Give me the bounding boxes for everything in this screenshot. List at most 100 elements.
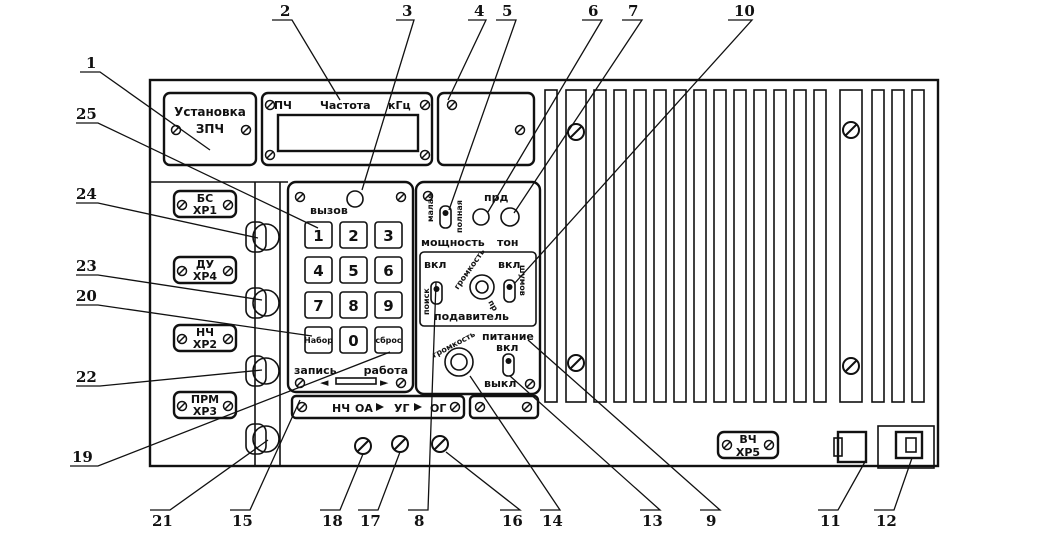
callout-24: 24	[76, 185, 97, 203]
rf-connector-12	[877, 425, 935, 469]
callout-17: 17	[360, 512, 381, 530]
svg-text:►: ►	[380, 376, 389, 389]
frequency-display-unit: ЗПЧ Частота кГц	[260, 91, 434, 167]
callout-23: 23	[76, 257, 97, 275]
ton-label: тон	[497, 236, 519, 249]
svg-text:1: 1	[313, 227, 323, 245]
key-sbros: сброс	[374, 326, 403, 354]
callout-15: 15	[232, 512, 253, 530]
key-8: 8	[339, 291, 368, 319]
strip-nch: НЧ	[332, 402, 350, 415]
connector-vch-xp5: ВЧ ХР5	[716, 430, 780, 460]
connector-bs-xp1: БС ХР1	[172, 189, 238, 219]
nch-label-1: НЧ	[196, 326, 214, 339]
svg-text:9: 9	[383, 297, 393, 315]
noise-switch	[503, 279, 516, 303]
zapis-label: запись	[294, 364, 337, 377]
callout-20: 20	[76, 287, 97, 305]
key-5: 5	[339, 256, 368, 284]
callout-16: 16	[502, 512, 523, 530]
prm-label-2: ХР3	[193, 405, 217, 418]
sq-on-right: вкл	[498, 258, 520, 271]
callout-numbers: 1 2 3 4 5 6 7 10 25 24 23 20 22 19 21 15…	[72, 2, 897, 530]
power-low-label: малая	[426, 194, 435, 222]
callout-25: 25	[76, 105, 97, 123]
key-0: 0	[339, 326, 368, 354]
du-label-1: ДУ	[196, 258, 215, 271]
callout-5: 5	[502, 2, 512, 20]
supply-switch	[502, 353, 515, 377]
key-nabor: Набор	[304, 326, 333, 354]
key-7: 7	[304, 291, 333, 319]
heatsink	[544, 89, 925, 403]
callout-13: 13	[642, 512, 663, 530]
nch-label-2: ХР2	[193, 338, 217, 351]
frequency-window	[276, 113, 420, 153]
strip-oa: ОА	[355, 402, 373, 415]
callout-6: 6	[588, 2, 598, 20]
svg-text:Набор: Набор	[304, 335, 333, 345]
callout-12: 12	[876, 512, 897, 530]
svg-text:3: 3	[383, 227, 393, 245]
sq-label: подавитель	[434, 310, 509, 323]
power-full-label: полная	[455, 200, 464, 233]
rabota-label: работа	[364, 364, 408, 377]
call-label: вызов	[310, 204, 348, 217]
sq-noise: шумов	[518, 265, 527, 296]
call-button	[346, 190, 364, 208]
squelch-volume-knob	[469, 274, 495, 300]
callout-1: 1	[86, 54, 96, 72]
keypad-block: вызов 1 2 3 4 5 6 7 8 9 Набор 0 сброс за…	[286, 180, 415, 394]
zpch-unit-line2: ЗПЧ	[196, 122, 224, 136]
callout-3: 3	[402, 2, 412, 20]
bottom-strip: НЧ ОА УГ ОГ	[290, 394, 466, 420]
freq-title-freq: Частота	[320, 99, 371, 112]
callout-2: 2	[280, 2, 290, 20]
freq-title-khz: кГц	[388, 99, 411, 112]
callout-7: 7	[628, 2, 638, 20]
key-4: 4	[304, 256, 333, 284]
callout-18: 18	[322, 512, 343, 530]
sq-poisk: поиск	[422, 288, 431, 315]
side-connector-4	[245, 423, 280, 455]
power-label: мощность	[421, 236, 485, 249]
strip-ug: УГ	[394, 402, 410, 415]
vch-label-1: ВЧ	[739, 433, 756, 446]
connector-nch-xp2: НЧ ХР2	[172, 323, 238, 353]
svg-text:2: 2	[348, 227, 358, 245]
callout-10: 10	[734, 2, 755, 20]
supply-title: питание	[482, 330, 534, 343]
callout-14: 14	[542, 512, 563, 530]
svg-text:5: 5	[348, 262, 358, 280]
callout-8: 8	[414, 512, 424, 530]
prd-indicator	[472, 208, 490, 226]
mode-slider	[335, 377, 377, 385]
key-2: 2	[339, 221, 368, 249]
bs-label-1: БС	[197, 192, 213, 205]
connector-du-xp4: ДУ ХР4	[172, 255, 238, 285]
vch-label-2: ХР5	[736, 446, 760, 459]
volume-knob	[444, 347, 474, 377]
connector-prm-xp3: ПРМ ХР3	[172, 390, 238, 420]
supply-on: вкл	[496, 341, 518, 354]
sq-on-left: вкл	[424, 258, 446, 271]
key-6: 6	[374, 256, 403, 284]
side-connector-2	[245, 287, 280, 319]
callout-4: 4	[474, 2, 484, 20]
svg-text:7: 7	[313, 297, 323, 315]
callout-11: 11	[820, 512, 841, 530]
key-9: 9	[374, 291, 403, 319]
svg-text:8: 8	[348, 297, 358, 315]
bottom-strip-right	[468, 394, 540, 420]
search-switch	[430, 281, 443, 305]
supply-off: выкл	[484, 377, 516, 390]
callout-21: 21	[152, 512, 173, 530]
bs-label-2: ХР1	[193, 204, 217, 217]
squelch-subpanel	[419, 251, 537, 327]
power-switch	[439, 205, 452, 229]
callout-9: 9	[706, 512, 716, 530]
callout-19: 19	[72, 448, 93, 466]
prm-label-1: ПРМ	[191, 393, 219, 406]
blank-plate-unit	[436, 91, 536, 167]
